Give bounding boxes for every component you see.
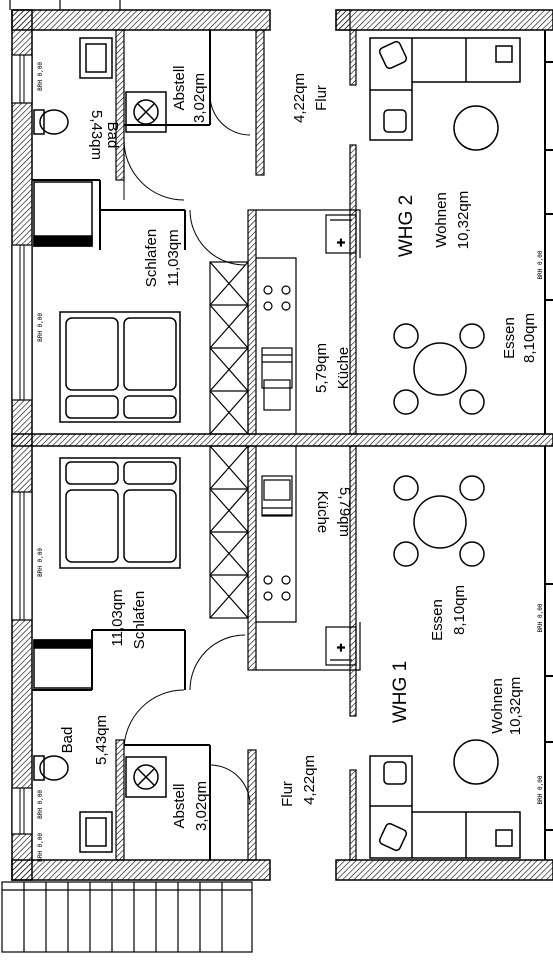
kitchen-whg2: + <box>209 209 361 435</box>
room-area-flur-whg1: 4,22qm <box>301 755 318 805</box>
room-area-essen-whg2: 8,10qm <box>521 313 538 363</box>
room-name-schlafen-whg2: Schlafen <box>143 229 160 287</box>
svg-text:+: + <box>337 234 345 250</box>
room-name-kueche-whg2: Küche <box>335 347 352 390</box>
window-tag: BRH 0,00 <box>537 250 544 279</box>
bath-walls-whg2 <box>32 30 211 250</box>
bed-whg2 <box>59 311 181 423</box>
room-area-abstell-whg1: 3,02qm <box>193 781 210 831</box>
dining-whg1 <box>393 475 485 567</box>
window-tag: BRH 0,00 <box>37 313 44 342</box>
room-name-essen-whg1: Essen <box>429 599 446 641</box>
room-name-wohnen-whg2: Wohnen <box>433 192 450 248</box>
room-name-wohnen-whg1: Wohnen <box>489 678 506 734</box>
room-area-wohnen-whg2: 10,32qm <box>455 191 472 249</box>
room-name-abstell-whg1: Abstell <box>171 783 188 828</box>
window-tag: BRH 0,00 <box>37 833 44 862</box>
wardrobes <box>33 181 93 689</box>
room-name-essen-whg2: Essen <box>501 317 518 359</box>
stairs <box>1 881 253 953</box>
living-whg2 <box>369 37 521 151</box>
unit-title-whg2: WHG 2 <box>396 195 417 257</box>
bath-fixtures <box>33 37 167 853</box>
room-name-bad-whg2: Bad <box>104 122 121 149</box>
room-area-schlafen-whg1: 11,03qm <box>109 589 126 646</box>
top-stub <box>9 0 121 10</box>
room-name-abstell-whg2: Abstell <box>171 65 188 110</box>
room-area-flur-whg2: 4,22qm <box>291 73 308 123</box>
left-window-glass <box>19 55 25 834</box>
room-area-bad-whg2: 5,43qm <box>88 110 105 160</box>
window-tag: BRH 0,00 <box>37 548 44 577</box>
room-name-schlafen-whg1: Schlafen <box>131 591 148 649</box>
window-tags: BRH 0,00 BRH 0,00 BRH 0,00 BRH 0,00 BRH … <box>37 62 544 862</box>
unit-title-whg1: WHG 1 <box>390 661 411 723</box>
room-area-bad-whg1: 5,43qm <box>93 715 110 765</box>
window-tag: BRH 0,00 <box>537 775 544 804</box>
window-tag: BRH 0,00 <box>537 603 544 632</box>
outer-walls <box>11 9 553 881</box>
bath-walls-whg1 <box>32 629 211 860</box>
window-tag: BRH 0,00 <box>37 62 44 91</box>
room-name-flur-whg2: Flur <box>313 85 330 111</box>
room-area-wohnen-whg1: 10,32qm <box>507 677 524 735</box>
dining-whg2 <box>393 323 485 415</box>
interior-walls-whg1 <box>115 445 357 861</box>
right-facade <box>544 30 553 860</box>
svg-text:+: + <box>337 639 345 655</box>
room-name-kueche-whg1: Küche <box>314 491 331 534</box>
room-area-kueche-whg2: 5,79qm <box>313 343 330 393</box>
room-area-kueche-whg1: 5,79qm <box>336 487 353 537</box>
bed-whg1 <box>59 457 181 569</box>
room-name-flur-whg1: Flur <box>279 781 296 807</box>
room-name-bad-whg1: Bad <box>59 727 76 754</box>
living-whg1 <box>369 739 521 859</box>
labels-whg1: Bad 5,43qm Abstell 3,02qm Flur 4,22qm 11… <box>59 487 524 831</box>
window-tag: BRH 0,00 <box>37 790 44 819</box>
room-area-essen-whg1: 8,10qm <box>451 585 468 635</box>
door-swings <box>123 94 251 806</box>
interior-walls-whg2 <box>115 9 357 435</box>
left-windows <box>11 54 33 835</box>
labels-whg2: Bad 5,43qm Abstell 3,02qm 4,22qm Flur Sc… <box>88 65 538 393</box>
room-area-schlafen-whg2: 11,03qm <box>165 229 182 286</box>
room-area-abstell-whg2: 3,02qm <box>191 73 208 123</box>
kitchen-whg1: + <box>209 445 361 671</box>
